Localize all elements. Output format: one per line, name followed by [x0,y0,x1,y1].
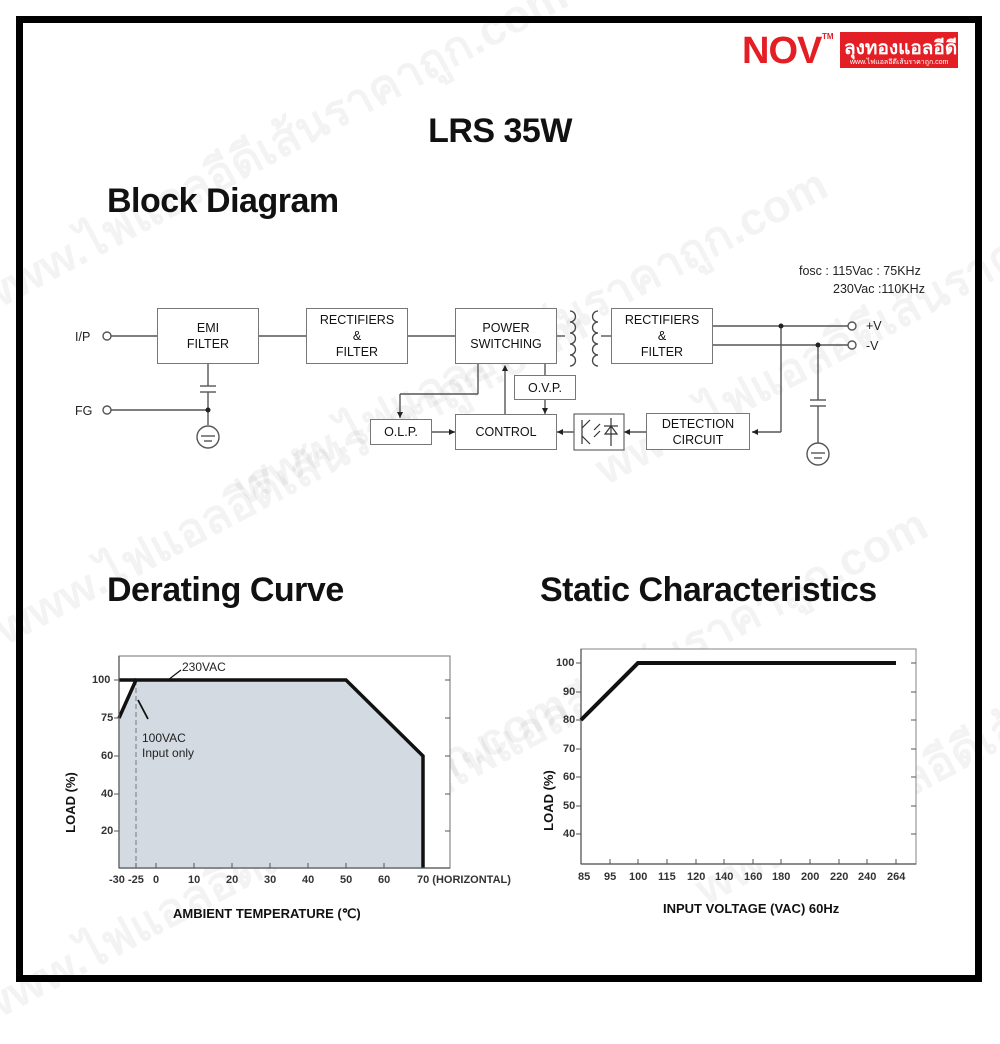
x-tick: 10 [188,874,201,886]
y-tick: 75 [101,712,114,724]
block-label: RECTIFIERS [319,313,395,327]
x-tick: 160 [744,871,763,883]
x-tick: 85 [578,871,591,883]
page-title: LRS 35W [428,112,572,150]
block-label: & [657,329,667,343]
block-label: & [352,329,362,343]
block-label: POWER [482,321,530,335]
block-control: CONTROL [455,414,557,450]
y-tick: 60 [563,771,576,783]
fosc-label-1: fosc : 115Vac : 75KHz [799,264,921,278]
block-ovp: O.V.P. [514,375,576,400]
block-label: RECTIFIERS [624,313,700,327]
x-tick: 30 [264,874,277,886]
terminal-positive-label: +V [866,319,882,333]
x-tick: 95 [604,871,617,883]
static-y-axis-title: LOAD (%) [540,770,556,831]
annotation-100vac: 100VAC [142,731,186,745]
x-tick: 240 [858,871,877,883]
x-tick: -30 [109,874,125,886]
block-power-switching: POWER SWITCHING [455,308,557,364]
terminal-fg-label: FG [75,404,93,418]
y-tick: 100 [556,657,575,669]
x-tick: 120 [687,871,706,883]
x-tick: 40 [302,874,315,886]
x-tick: 115 [658,871,676,883]
block-label: FILTER [335,345,379,359]
block-olp: O.L.P. [370,419,432,445]
y-tick: 40 [101,788,114,800]
block-diagram-heading: Block Diagram [107,182,339,220]
terminal-input-label: I/P [75,330,91,344]
derating-chart [114,655,451,869]
block-emi-filter: EMI FILTER [157,308,259,364]
brand-thai-name: ลุงทองแอลอีดี [844,38,958,59]
trademark-mark: TM [822,32,834,41]
block-label: DETECTION [661,416,735,431]
y-tick: 80 [563,714,576,726]
x-tick: 264 [887,871,906,883]
y-tick: 100 [92,674,111,686]
derating-curve-heading: Derating Curve [107,571,344,609]
x-tick: 200 [801,871,820,883]
derating-x-axis-title: AMBIENT TEMPERATURE (℃) [173,906,361,921]
brand-website: www.ไฟแอลอีดีเส้นราคาถูก.com [850,59,949,66]
y-tick: 90 [563,686,576,698]
block-label: CIRCUIT [672,432,724,447]
fosc-label-2: 230Vac :110KHz [833,282,925,296]
annotation-input-only: Input only [142,746,195,760]
y-tick: 60 [101,750,114,762]
annotation-230vac: 230VAC [182,660,226,674]
static-characteristics-heading: Static Characteristics [540,571,877,609]
static-x-axis-title: INPUT VOLTAGE (VAC) 60Hz [663,901,840,916]
x-tick: 70 (HORIZONTAL) [417,874,511,886]
x-tick: 20 [226,874,239,886]
x-tick: 0 [153,874,160,886]
x-tick: 140 [715,871,734,883]
block-label: FILTER [640,345,684,359]
terminal-negative-label: -V [866,339,879,353]
block-diagram-wiring [102,310,857,466]
y-tick: 50 [563,800,576,812]
brand-logo: NOV [742,30,822,72]
x-tick: 60 [378,874,391,886]
block-rectifiers-output: RECTIFIERS & FILTER [611,308,713,364]
x-tick: 180 [772,871,791,883]
block-label: SWITCHING [470,337,542,351]
page-border [16,16,982,982]
brand-badge: ลุงทองแอลอีดี www.ไฟแอลอีดีเส้นราคาถูก.c… [840,32,958,68]
y-tick: 40 [563,828,576,840]
x-tick: 100 [629,871,648,883]
block-label: FILTER [186,337,230,351]
x-tick: 220 [830,871,849,883]
y-tick: 20 [101,825,114,837]
y-tick: 70 [563,743,576,755]
x-tick: 50 [340,874,353,886]
block-rectifiers-input: RECTIFIERS & FILTER [306,308,408,364]
x-tick: -25 [128,874,144,886]
static-chart [576,648,917,865]
block-label: EMI [196,321,220,335]
